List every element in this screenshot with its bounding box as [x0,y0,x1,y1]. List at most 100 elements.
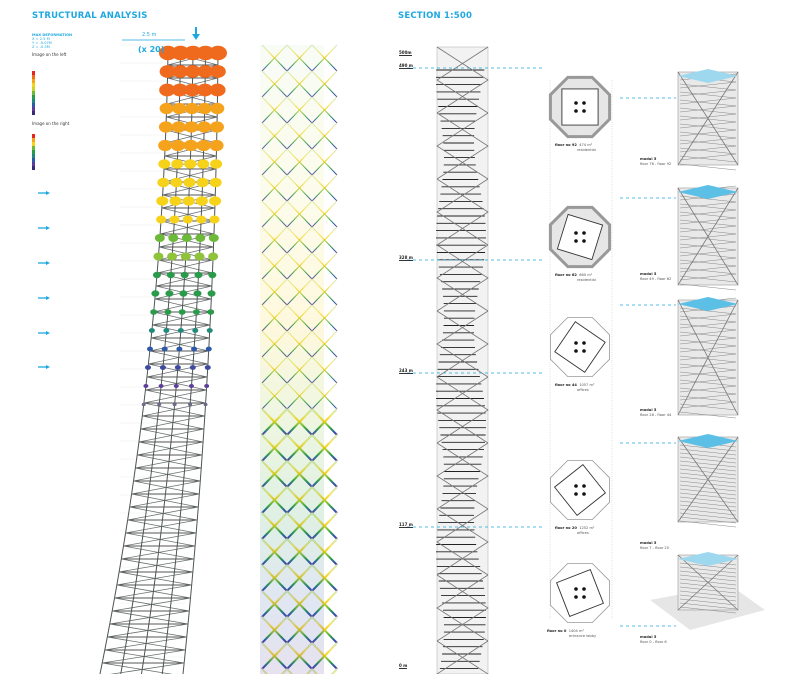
legend-swatch [32,162,35,166]
image-left-heading: Image on the left [32,52,67,57]
deformation-node [184,159,197,169]
arrow-head-icon [46,191,50,195]
legend-swatch [32,150,35,154]
deformation-node [196,139,211,152]
deformation-node [208,45,227,61]
deformation-node [207,309,215,315]
deformation-node [158,121,173,133]
core-shaft-icon [582,231,586,235]
core-shaft-icon [574,109,578,113]
deformation-title: MAX DEFORMATION [32,33,73,37]
deformation-node [210,102,225,115]
deformation-node [176,346,183,352]
level-label-0: 500m [399,50,412,56]
deformation-node [197,159,210,169]
deformation-node [184,83,201,97]
deformation-node [205,346,212,352]
plan-area: 1404 m² [568,629,584,633]
module-range: floor 49 - floor 62 [640,276,672,281]
deformation-node [207,290,216,297]
deformation-node [168,234,179,242]
deformation-node [196,45,215,61]
deformation-node [178,309,186,315]
scale-factor: (x 20) [138,45,165,54]
deformation-node [167,252,178,261]
core-shaft-icon [582,492,586,496]
module-isometric-1 [677,185,739,291]
deformation-node [141,402,146,407]
section-title: SECTION 1:500 [398,11,473,21]
core-shaft-icon [582,349,586,353]
arrow-head-icon [192,34,200,40]
deformation-node [159,65,176,78]
deformation-node [196,83,213,97]
deformation-node [170,177,183,188]
section-tower [436,46,489,674]
deformation-node [194,271,203,279]
core-shaft-icon [574,101,578,105]
legend-swatch [32,71,35,75]
level-label-5: 0 m [399,663,408,669]
deformation-node [143,384,149,388]
deformation-node [182,215,193,224]
level-label-4: 117 m [399,522,413,528]
level-label-1: 490 m [399,63,413,69]
deformation-node [164,309,172,315]
deformation-node [203,402,208,407]
core-shaft-icon [574,587,578,591]
deformation-node [158,45,177,61]
legend-swatch [32,87,35,91]
deformation-node [209,196,222,206]
plan-floor: floor no 20 [555,526,577,530]
deformation-node [171,139,186,152]
deformation-z: Z = -0.5M [32,45,50,49]
plan-use: residential [577,277,596,282]
deformation-node [209,83,226,97]
deformation-node [171,159,184,169]
deformation-node [208,252,219,261]
deformation-node [196,215,207,224]
module-range: floor 76 - floor 92 [640,161,672,166]
deformation-node [184,65,201,78]
deformation-y: Y = -0.07M [32,41,52,45]
deformation-node [183,177,196,188]
deformation-node [172,102,187,115]
deformation-node [181,234,192,242]
core-shaft-icon [574,341,578,345]
deformation-node [204,384,210,388]
deformation-node [163,328,170,333]
plan-area: 660 m² [579,273,593,277]
image-right-heading: Image on the right [32,121,70,126]
module-range: floor 28 - floor 44 [640,412,672,417]
deformation-node [188,402,193,407]
floor-plan-4 [550,563,610,623]
deformation-node [197,121,212,133]
level-label-2: 328 m [399,255,413,261]
core-shaft-icon [574,231,578,235]
module-isometric-4 [650,552,765,630]
module-isometric-2 [677,297,739,419]
floor-plan-3 [550,459,610,520]
deformation-node [153,252,164,261]
legend-swatch [32,134,35,138]
deformation-node [161,346,168,352]
deformation-node [171,83,188,97]
deformation-node [209,215,220,224]
deformation-node [194,252,205,261]
deformation-node [184,121,199,133]
module-name: modul 5 [640,272,657,276]
deformation-node [169,196,182,206]
plan-area: 1252 m² [579,526,595,530]
deformation-node [188,384,194,388]
legend-swatch [32,154,35,158]
deformation-node [197,65,214,78]
legend-swatch [32,111,35,115]
deformation-node [180,252,191,261]
legend-swatch [32,142,35,146]
arrow-head-icon [46,261,50,265]
